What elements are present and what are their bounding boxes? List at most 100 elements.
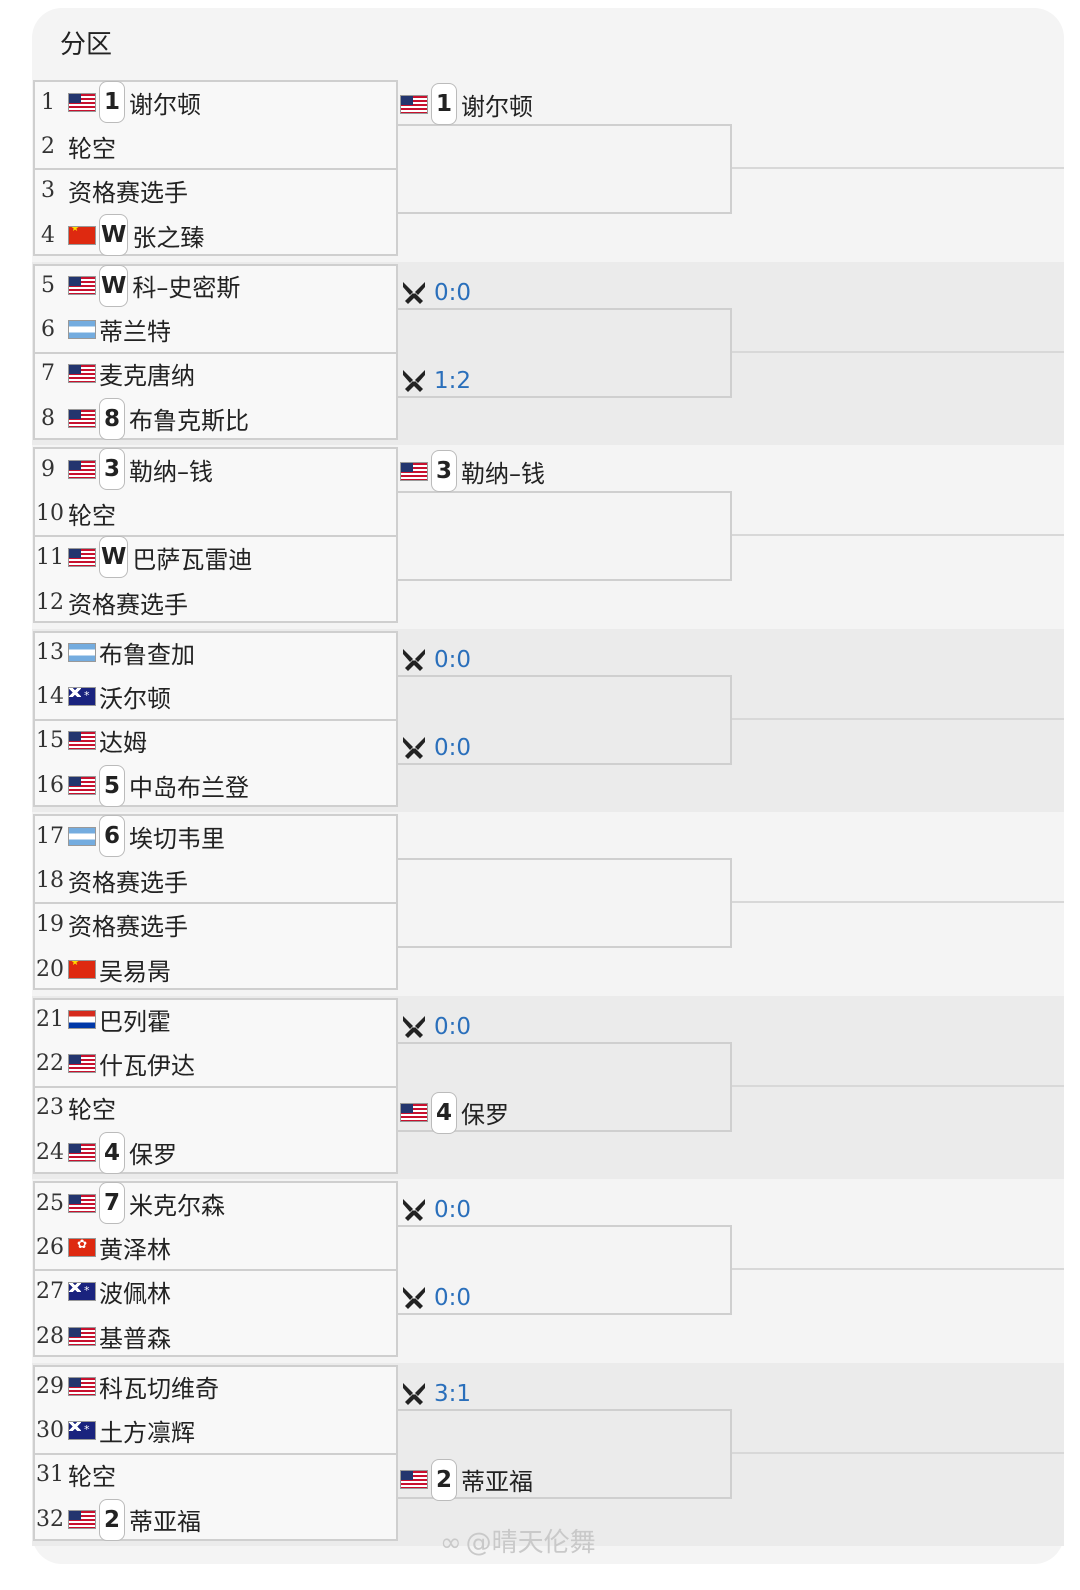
usa-flag-icon <box>68 1054 96 1073</box>
crossed-swords-icon <box>400 1380 428 1408</box>
player-name: 沃尔顿 <box>99 685 171 713</box>
player-name: 中岛布兰登 <box>129 774 249 802</box>
player-name: 资格赛选手 <box>68 590 188 619</box>
seed-badge: 8 <box>99 397 125 440</box>
draw-slot[interactable]: 4W张之臻 <box>36 214 204 256</box>
usa-flag-icon <box>68 1193 96 1213</box>
seed-badge: W <box>99 214 129 256</box>
score-link[interactable]: 0:0 <box>434 1197 472 1223</box>
score-link[interactable]: 0:0 <box>434 279 472 306</box>
aus-flag-icon <box>68 1281 96 1301</box>
player-name: 轮空 <box>68 501 116 530</box>
seed-badge: 3 <box>431 450 457 492</box>
match-score[interactable]: 0:0 <box>400 1191 471 1229</box>
draw-position: 7 <box>41 361 55 386</box>
crossed-swords-icon <box>400 1284 428 1312</box>
draw-position: 29 <box>36 1374 64 1399</box>
draw-slot[interactable]: 20吴易昺 <box>36 949 171 989</box>
divider <box>35 168 396 170</box>
usa-flag-icon <box>68 1377 96 1396</box>
player-name: 勒纳–钱 <box>461 459 545 488</box>
bracket-connector <box>732 167 1064 169</box>
player-name: 黄泽林 <box>99 1235 171 1264</box>
usa-flag-icon <box>68 1326 96 1346</box>
aus-flag-icon <box>68 1421 96 1440</box>
match-score[interactable]: 0:0 <box>400 1279 471 1317</box>
arg-flag-icon <box>68 643 96 662</box>
match-score[interactable]: 0:0 <box>400 729 471 767</box>
score-link[interactable]: 3:1 <box>434 1380 472 1407</box>
score-link[interactable]: 0:0 <box>434 734 472 761</box>
draw-slot[interactable]: 30土方凛辉 <box>36 1411 195 1451</box>
draw-position: 28 <box>36 1323 64 1349</box>
score-link[interactable]: 0:0 <box>434 1013 472 1040</box>
draw-position: 22 <box>36 1051 64 1076</box>
watermark: ∞@晴天伦舞 <box>440 1522 596 1559</box>
bracket-connector <box>732 534 1064 536</box>
second-round-box <box>398 674 732 765</box>
player-name: 资格赛选手 <box>68 868 188 897</box>
crossed-swords-icon <box>400 1013 428 1041</box>
score-link[interactable]: 0:0 <box>434 646 472 673</box>
match-score[interactable]: 0:0 <box>400 641 471 679</box>
draw-position: 31 <box>36 1462 64 1487</box>
draw-position: 23 <box>36 1095 64 1120</box>
chn-flag-icon <box>68 225 96 245</box>
match-score[interactable]: 0:0 <box>400 274 471 312</box>
player-name: 保罗 <box>461 1101 509 1129</box>
player-name: 轮空 <box>68 134 116 163</box>
seed-badge: 1 <box>431 83 457 125</box>
watermark-text: @晴天伦舞 <box>465 1528 596 1558</box>
arg-flag-icon <box>68 320 96 339</box>
draw-slot[interactable]: 26 黄泽林 <box>36 1227 171 1267</box>
draw-position: 18 <box>36 867 64 893</box>
match-score[interactable]: 1:2 <box>400 362 471 400</box>
usa-flag-icon <box>68 776 96 795</box>
draw-slot[interactable]: 27波佩林 <box>36 1271 171 1311</box>
match-score[interactable]: 3:1 <box>400 1375 471 1413</box>
seed-badge: W <box>99 536 129 578</box>
aus-flag-icon <box>68 687 96 706</box>
score-link[interactable]: 0:0 <box>434 1285 472 1311</box>
player-name: 蒂亚福 <box>129 1508 201 1536</box>
score-link[interactable]: 1:2 <box>434 367 472 394</box>
match-score[interactable]: 0:0 <box>400 1008 471 1046</box>
divider <box>35 1452 396 1455</box>
usa-flag-icon <box>400 461 428 481</box>
draw-position: 20 <box>36 956 64 982</box>
draw-position: 26 <box>36 1234 64 1260</box>
arg-flag-icon <box>68 826 96 846</box>
draw-slot[interactable]: 14沃尔顿 <box>36 677 171 717</box>
seed-badge: 5 <box>99 764 125 807</box>
